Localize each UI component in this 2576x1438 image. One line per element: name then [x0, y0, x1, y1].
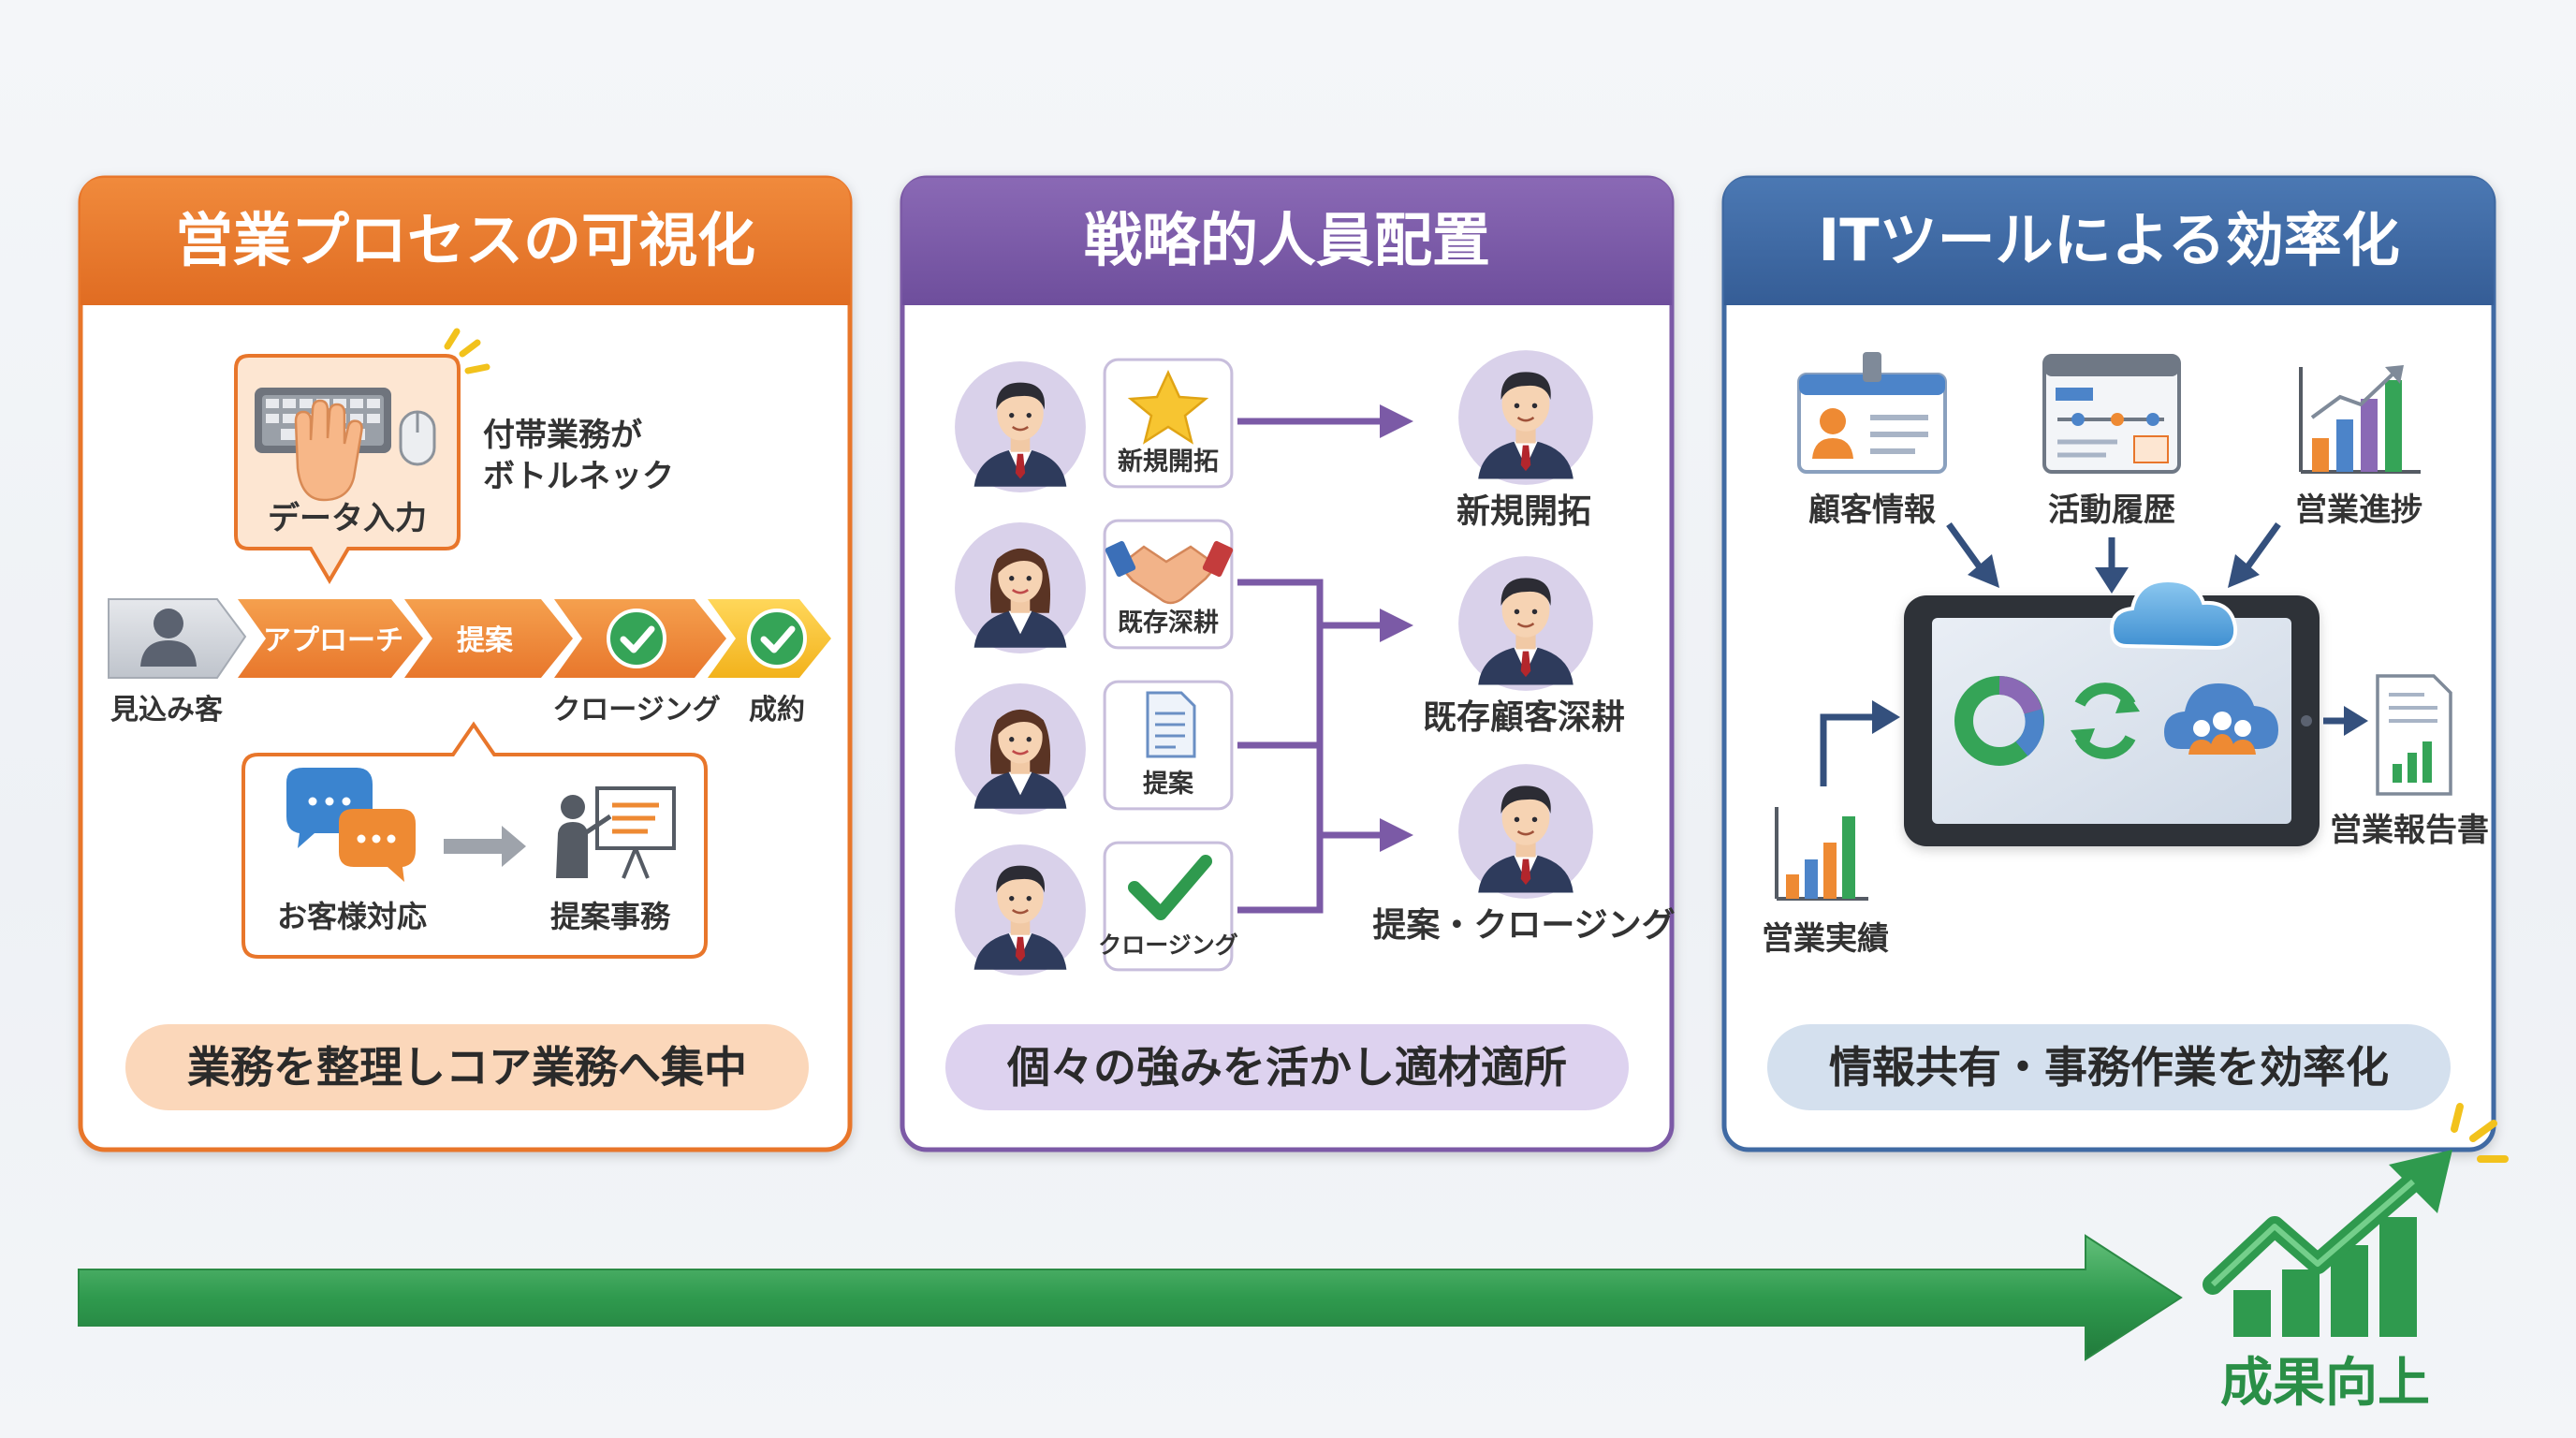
sub-label-proposal-office: 提案事務 [550, 899, 671, 934]
skill-tag-closing-label: クロージング [1098, 932, 1238, 959]
process-flow: アプローチ 提案 見込み客 クロージング 成約 [108, 598, 831, 726]
id-card-icon [1797, 352, 1947, 474]
skill-tag-proposal: 提案 [1103, 680, 1234, 811]
bottleneck-note-line1: 付帯業務が [483, 417, 642, 454]
output-arrowhead [2344, 706, 2368, 736]
target-avatar-new [1456, 348, 1595, 487]
skill-tag-existing: 既存深耕 [1103, 519, 1234, 650]
target-label-new: 新規開拓 [1456, 492, 1591, 531]
highlight-spark-icon [2451, 1103, 2509, 1163]
connector-arrowheads [1380, 404, 1413, 852]
hand-icon [294, 399, 363, 502]
panel-strategic-staffing: 戦略的人員配置 新規開拓 既存深耕 [900, 175, 1676, 1152]
growth-arrow-icon [2203, 1150, 2452, 1337]
skill-tag-existing-label: 既存深耕 [1118, 609, 1219, 638]
result-arrow [78, 1234, 2183, 1361]
panel1-header [80, 178, 850, 305]
data-input-callout: データ入力 [234, 328, 490, 584]
star-icon [1127, 370, 1209, 445]
check-icon [607, 609, 666, 668]
output-label-report: 営業報告書 [2330, 812, 2489, 849]
source-label-customer: 顧客情報 [1808, 492, 1936, 529]
input-arrow [1820, 713, 1878, 786]
check-icon [1128, 855, 1212, 920]
target-avatar-existing [1456, 554, 1595, 693]
panel1-footer: 業務を整理しコア業務へ集中 [187, 1042, 747, 1093]
person-icon [140, 609, 197, 667]
tablet-icon [1904, 595, 2320, 846]
skill-tag-proposal-label: 提案 [1143, 769, 1194, 799]
stage-label-prospect: 見込み客 [110, 694, 223, 726]
team-cloud-icon [2164, 683, 2278, 755]
bar-chart-icon [1775, 807, 1868, 901]
browser-window-icon [2042, 354, 2181, 474]
stage-label-contract: 成約 [749, 694, 805, 726]
staff-avatar-1 [953, 360, 1088, 494]
panel2-footer-pill [945, 1024, 1629, 1110]
skill-tag-new-label: 新規開拓 [1118, 447, 1219, 477]
staff-avatar-2 [953, 521, 1088, 655]
source-label-progress: 営業進捗 [2295, 492, 2422, 529]
staff-avatar-3 [953, 682, 1088, 816]
panel2-header [902, 178, 1672, 305]
cloud-icon [2109, 578, 2238, 651]
panel3-header [1724, 178, 2494, 305]
panel3-footer: 情報共有・事務作業を効率化 [1829, 1042, 2389, 1093]
input-arrowhead [1872, 700, 1900, 734]
skill-tag-closing: クロージング [1098, 841, 1238, 972]
chat-icon [286, 768, 416, 882]
step-approach-label: アプローチ [263, 624, 403, 657]
document-icon [1146, 691, 1196, 758]
source-arrowheads [1968, 554, 2260, 594]
step-proposal [404, 599, 573, 678]
bottleneck-note-line2: ボトルネック [483, 458, 674, 495]
donut-chart-icon [1954, 676, 2044, 766]
report-icon [2376, 674, 2452, 796]
panel2-footer: 個々の強みを活かし適材適所 [1006, 1042, 1567, 1093]
source-arrows [1946, 521, 2281, 574]
handshake-icon [1105, 540, 1234, 605]
panel3-footer-pill [1767, 1024, 2451, 1110]
panel1-footer-pill [125, 1024, 809, 1110]
presenter-icon [556, 786, 676, 879]
sub-label-customer: お客様対応 [277, 899, 427, 934]
stage-label-closing: クロージング [552, 694, 720, 726]
panel1-title: 営業プロセスの可視化 [175, 206, 755, 274]
right-arrow-icon [444, 826, 526, 867]
target-avatar-proposal [1456, 762, 1595, 901]
panel-it-tools: ITツールによる効率化 顧客情報 活動履歴 [1721, 175, 2496, 1152]
sync-icon [2071, 682, 2140, 759]
step-approach [238, 599, 423, 678]
panel2-title: 戦略的人員配置 [1084, 206, 1490, 274]
skill-tag-new: 新規開拓 [1103, 358, 1234, 489]
result-label: 成果向上 [2220, 1353, 2430, 1414]
source-label-activity: 活動履歴 [2048, 492, 2175, 529]
panel3-title: ITツールによる効率化 [1818, 206, 2400, 274]
target-label-proposal: 提案・クロージング [1372, 906, 1675, 945]
bar-chart-icon [2299, 365, 2421, 474]
panel-process-visualization: 営業プロセスの可視化 データ入力 [78, 175, 853, 1152]
step-proposal-label: 提案 [457, 624, 514, 657]
staff-avatar-4 [953, 843, 1088, 977]
alert-spark-icon [444, 328, 490, 374]
target-label-existing: 既存顧客深耕 [1423, 698, 1625, 737]
data-input-label: データ入力 [268, 500, 427, 537]
input-label-results: 営業実績 [1762, 920, 1889, 958]
assignment-connectors [1237, 418, 1385, 914]
mouse-icon [399, 410, 436, 466]
subtask-callout: お客様対応 提案事務 [242, 721, 708, 959]
check-icon [747, 609, 807, 668]
